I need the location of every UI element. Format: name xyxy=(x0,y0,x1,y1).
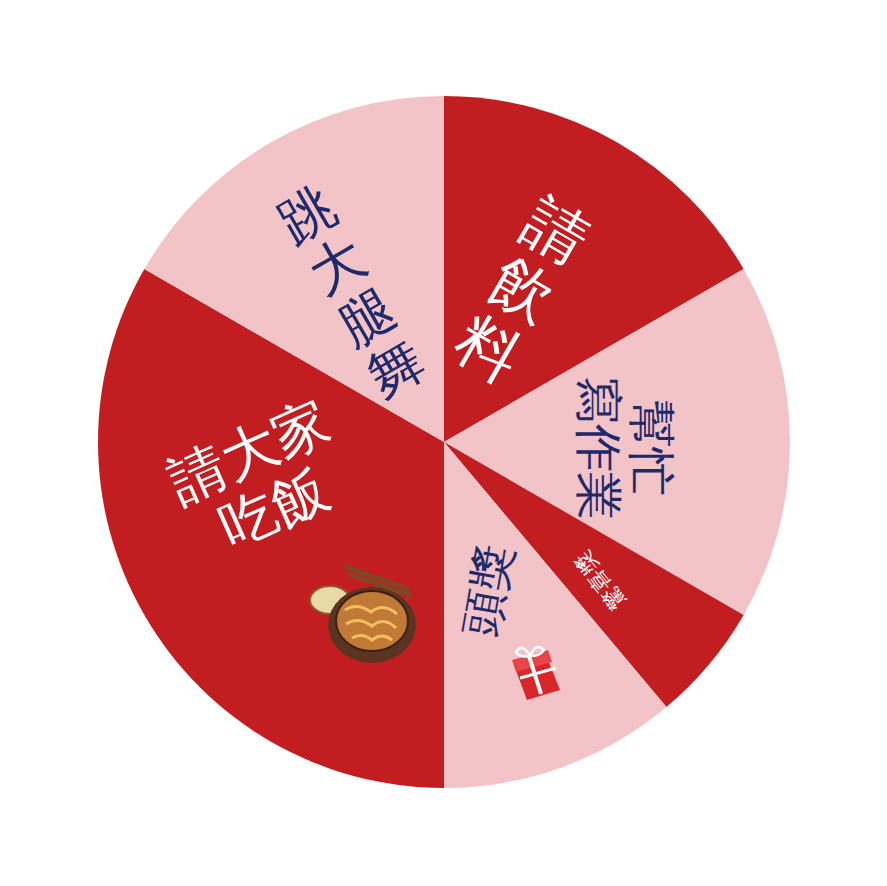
segment-fill xyxy=(444,442,666,788)
segment-label: 幫忙 寫作業 xyxy=(572,374,678,523)
segment-fill xyxy=(144,96,444,442)
gift-icon xyxy=(512,647,560,700)
food-illustration xyxy=(310,566,416,663)
